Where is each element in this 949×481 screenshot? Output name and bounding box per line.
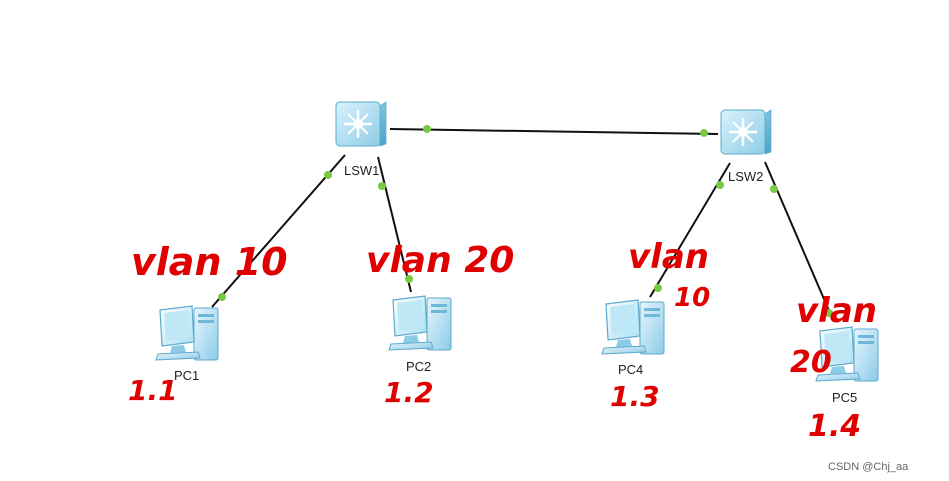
port-indicators (218, 125, 833, 317)
vlan-annotation-pc1: vlan 10 (131, 240, 288, 284)
port-dot (770, 185, 778, 193)
port-dot (654, 284, 662, 292)
watermark: CSDN @Chj_aa (828, 461, 909, 473)
port-dot (825, 309, 833, 317)
device-label-pc1: PC1 (174, 368, 199, 383)
port-dot (700, 129, 708, 137)
port-dot (324, 171, 332, 179)
vlan-annotation-pc4-line1: vlan (628, 237, 709, 277)
pc-pc5[interactable]: PC5 (815, 326, 879, 405)
port-dot (423, 125, 431, 133)
link-lsw1-pc2[interactable] (377, 156, 412, 293)
links (211, 128, 834, 321)
link-lsw1-pc1[interactable] (211, 154, 346, 308)
vlan-annotation-pc2: vlan 20 (366, 240, 514, 281)
ip-annotation-pc2: 1.2 (384, 376, 434, 409)
port-dot (218, 293, 226, 301)
device-label-pc2: PC2 (406, 359, 431, 374)
link-lsw1-lsw2[interactable] (389, 128, 719, 135)
ip-annotation-pc4: 1.3 (610, 380, 660, 413)
vlan-annotation-pc5-line1: vlan (796, 291, 877, 331)
device-label-lsw2: LSW2 (728, 169, 763, 184)
ip-annotation-pc5: 1.4 (808, 409, 861, 444)
port-dot (378, 182, 386, 190)
handwritten-annotations: vlan 10 vlan 20 vlan 10 vlan 20 1.1 1.2 … (128, 237, 877, 444)
pc-icon (388, 295, 452, 351)
pc-icon (601, 299, 665, 355)
switch-lsw2[interactable]: LSW2 (719, 108, 773, 184)
device-label-lsw1: LSW1 (344, 163, 379, 178)
ip-annotation-pc1: 1.1 (128, 374, 178, 407)
device-label-pc4: PC4 (618, 362, 643, 377)
switch-icon (719, 108, 773, 156)
switch-lsw1[interactable]: LSW1 (334, 100, 388, 178)
pc-pc2[interactable]: PC2 (388, 295, 452, 374)
switch-icon (334, 100, 388, 148)
port-dot (716, 181, 724, 189)
vlan-annotation-pc5-line2: 20 (790, 345, 832, 380)
pc-pc1[interactable]: PC1 (155, 305, 219, 383)
pc-icon (155, 305, 219, 361)
pc-pc4[interactable]: PC4 (601, 299, 665, 377)
vlan-annotation-pc4-line2: 10 (674, 283, 710, 313)
port-dot (405, 275, 413, 283)
device-label-pc5: PC5 (832, 390, 857, 405)
